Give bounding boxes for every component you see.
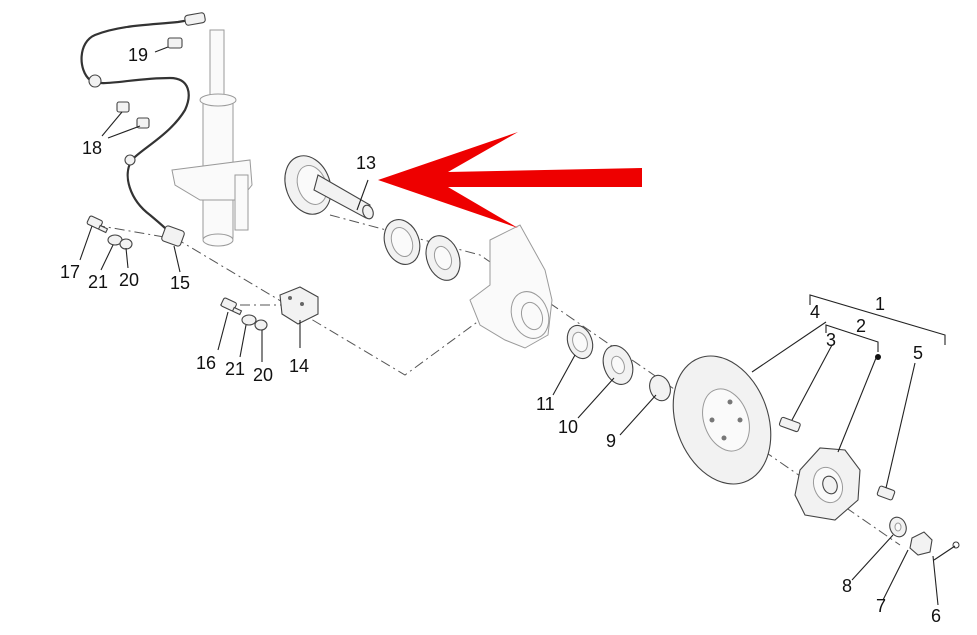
strut-assembly: [171, 29, 253, 247]
hub-fasteners: [889, 516, 960, 561]
callout-17: 17: [60, 262, 80, 282]
callout-3: 3: [826, 330, 836, 350]
callout-21-lower: 21: [225, 359, 245, 379]
callout-7: 7: [876, 596, 886, 616]
callout-9: 9: [606, 431, 616, 451]
outer-bearings: [566, 324, 671, 402]
callout-20-upper: 20: [119, 270, 139, 290]
brake-disc: [672, 355, 772, 485]
callout-20-lower: 20: [253, 365, 273, 385]
callout-2: 2: [856, 316, 866, 336]
inner-bearings: [383, 219, 461, 281]
callout-15: 15: [170, 273, 190, 293]
bolt-group-lower: [220, 286, 319, 331]
callout-4: 4: [810, 302, 820, 322]
leader-lines: [79, 46, 939, 606]
steering-knuckle: [469, 224, 553, 349]
callout-21-upper: 21: [88, 272, 108, 292]
callout-5: 5: [913, 343, 923, 363]
callout-18: 18: [82, 138, 102, 158]
callout-16: 16: [196, 353, 216, 373]
callout-6: 6: [931, 606, 941, 626]
callout-10: 10: [558, 417, 578, 437]
group-brackets: [809, 294, 946, 360]
callout-19: 19: [128, 45, 148, 65]
callout-14: 14: [289, 356, 309, 376]
highlight-arrow: [378, 132, 642, 228]
callout-8: 8: [842, 576, 852, 596]
bolt-group-upper: [86, 215, 133, 250]
callout-1: 1: [875, 294, 885, 314]
drive-shaft: [284, 155, 374, 220]
abs-sensor-wire: [80, 12, 206, 247]
wheel-hub: [778, 416, 896, 521]
callout-11: 11: [536, 394, 555, 414]
callout-labels: 1 2 3 4 5 6 7 8 9 10 11 13 14 15 16 17 1…: [60, 45, 941, 626]
callout-13: 13: [356, 153, 376, 173]
